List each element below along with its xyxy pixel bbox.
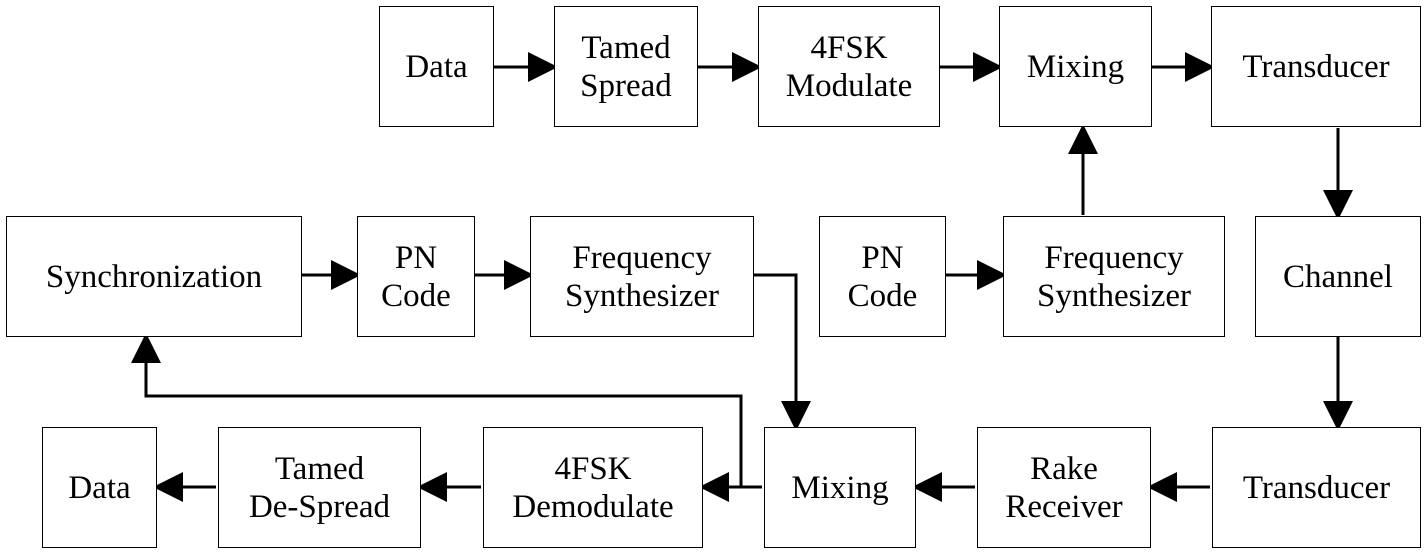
block-4fsk-modulate: 4FSK Modulate — [758, 6, 940, 127]
block-4fsk-demodulate: 4FSK Demodulate — [483, 427, 703, 548]
block-label: Rake — [1030, 450, 1098, 487]
block-tamed-spread: Tamed Spread — [554, 6, 698, 127]
block-label: Synthesizer — [565, 277, 719, 314]
block-rx-transducer: Transducer — [1212, 427, 1421, 548]
block-rx-data: Data — [42, 427, 157, 548]
block-label: Synthesizer — [1037, 277, 1191, 314]
block-label: Synchronization — [45, 258, 263, 295]
block-label: PN — [394, 239, 438, 276]
block-label: Spread — [580, 67, 672, 104]
block-rx-mixing: Mixing — [764, 427, 916, 548]
block-channel: Channel — [1255, 216, 1421, 337]
block-label: Mixing — [791, 469, 889, 506]
arrow-rx-freq-synth-to-mixing — [754, 273, 811, 431]
block-label: Receiver — [1005, 488, 1123, 525]
block-synchronization: Synchronization — [6, 216, 302, 337]
block-label: Modulate — [785, 67, 913, 104]
block-label: 4FSK — [810, 29, 888, 66]
block-label: Code — [381, 277, 451, 314]
block-rx-frequency-synthesizer: Frequency Synthesizer — [530, 216, 754, 337]
block-label: Data — [68, 469, 131, 506]
block-tamed-despread: Tamed De-Spread — [218, 427, 421, 548]
block-label: Data — [405, 48, 468, 85]
block-label: Transducer — [1242, 469, 1391, 506]
block-rx-pn-code: PN Code — [357, 216, 475, 337]
block-label: Demodulate — [512, 488, 674, 525]
block-label: Tamed — [274, 450, 365, 487]
block-label: Channel — [1283, 258, 1393, 295]
block-label: PN — [861, 239, 904, 276]
block-tx-pn-code: PN Code — [819, 216, 946, 337]
block-rake-receiver: Rake Receiver — [977, 427, 1151, 548]
block-label: Tamed — [581, 29, 671, 66]
block-label: Transducer — [1242, 48, 1390, 85]
block-label: Frequency — [1044, 239, 1184, 276]
block-tx-mixing: Mixing — [999, 6, 1152, 127]
block-label: Code — [847, 277, 918, 314]
block-tx-frequency-synthesizer: Frequency Synthesizer — [1003, 216, 1225, 337]
block-tx-data: Data — [379, 6, 494, 127]
arrow-mixing-to-synchronization — [131, 333, 743, 487]
block-label: De-Spread — [248, 488, 391, 525]
block-label: Mixing — [1026, 48, 1125, 85]
block-tx-transducer: Transducer — [1211, 6, 1421, 127]
block-label: Frequency — [572, 239, 712, 276]
block-label: 4FSK — [554, 450, 632, 487]
